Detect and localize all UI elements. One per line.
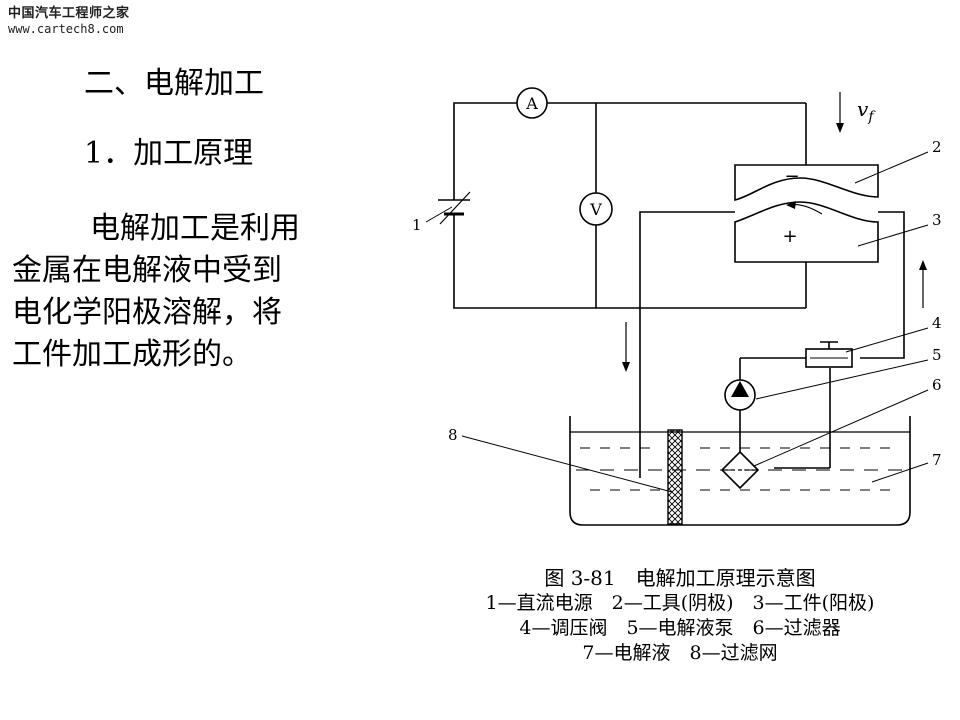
body-paragraph: 电解加工是利用 金属在电解液中受到 电化学阳极溶解，将 工件加工成形的。	[12, 208, 362, 376]
gap-flow-arrow	[786, 201, 823, 215]
body-line-4: 工件加工成形的。	[12, 337, 252, 372]
electrolyte-level-dashes	[576, 447, 904, 491]
part-label-8: 8	[448, 426, 458, 444]
filter-screen	[667, 429, 683, 525]
feed-velocity-symbol: v	[857, 97, 869, 121]
feed-velocity-label: vf	[857, 97, 876, 125]
part-label-3: 3	[932, 211, 942, 229]
part-label-1: 1	[412, 216, 422, 234]
ammeter: A	[516, 87, 548, 119]
anode-workpiece: +	[734, 201, 879, 263]
part-label-2: 2	[932, 138, 942, 156]
watermark: 中国汽车工程师之家 www.cartech8.com	[8, 6, 178, 37]
leader-lines	[425, 151, 929, 493]
figure-legend-line-2: 4—调压阀 5—电解液泵 6—过滤器	[519, 617, 841, 639]
ammeter-symbol: A	[525, 94, 538, 113]
body-line-3: 电化学阳极溶解，将	[12, 295, 282, 330]
electrolyte-piping	[639, 211, 905, 478]
part-number-labels: 1 2 3 4 5 6 7 8	[412, 138, 942, 469]
part-label-6: 6	[932, 376, 942, 394]
subsection-title: 1．加工原理	[84, 136, 254, 171]
section-title: 二、电解加工	[84, 66, 264, 101]
dc-power-source	[438, 191, 471, 225]
electrolyte-tank	[569, 416, 911, 526]
voltmeter: V	[579, 192, 613, 226]
cathode-sign: −	[784, 166, 799, 187]
figure-legend-line-1: 1—直流电源 2—工具(阴极) 3—工件(阳极)	[485, 592, 875, 614]
cathode-tool: −	[734, 164, 879, 202]
anode-sign: +	[782, 226, 797, 247]
flow-direction-arrows	[622, 260, 927, 372]
part-label-7: 7	[932, 451, 942, 469]
body-line-1: 电解加工是利用	[90, 211, 300, 246]
part-label-5: 5	[932, 346, 942, 364]
electrolytic-machining-diagram: A V − +	[412, 87, 942, 526]
part-label-4: 4	[932, 314, 942, 332]
watermark-url: www.cartech8.com	[8, 22, 124, 37]
body-line-2: 金属在电解液中受到	[12, 253, 282, 288]
electrolyte-pump	[724, 379, 756, 411]
electrolyte-filter	[720, 450, 760, 490]
figure-caption: 图 3-81 电解加工原理示意图 1—直流电源 2—工具(阴极) 3—工件(阳极…	[420, 566, 940, 666]
figure-legend-line-3: 7—电解液 8—过滤网	[582, 642, 778, 664]
figure-caption-title: 图 3-81 电解加工原理示意图	[544, 566, 816, 590]
voltmeter-symbol: V	[589, 200, 602, 219]
watermark-site-name: 中国汽车工程师之家	[8, 6, 130, 21]
pressure-regulating-valve	[805, 341, 853, 368]
feed-direction: vf	[836, 92, 876, 133]
feed-velocity-subscript: f	[867, 109, 876, 125]
circuit-wires	[453, 102, 807, 309]
